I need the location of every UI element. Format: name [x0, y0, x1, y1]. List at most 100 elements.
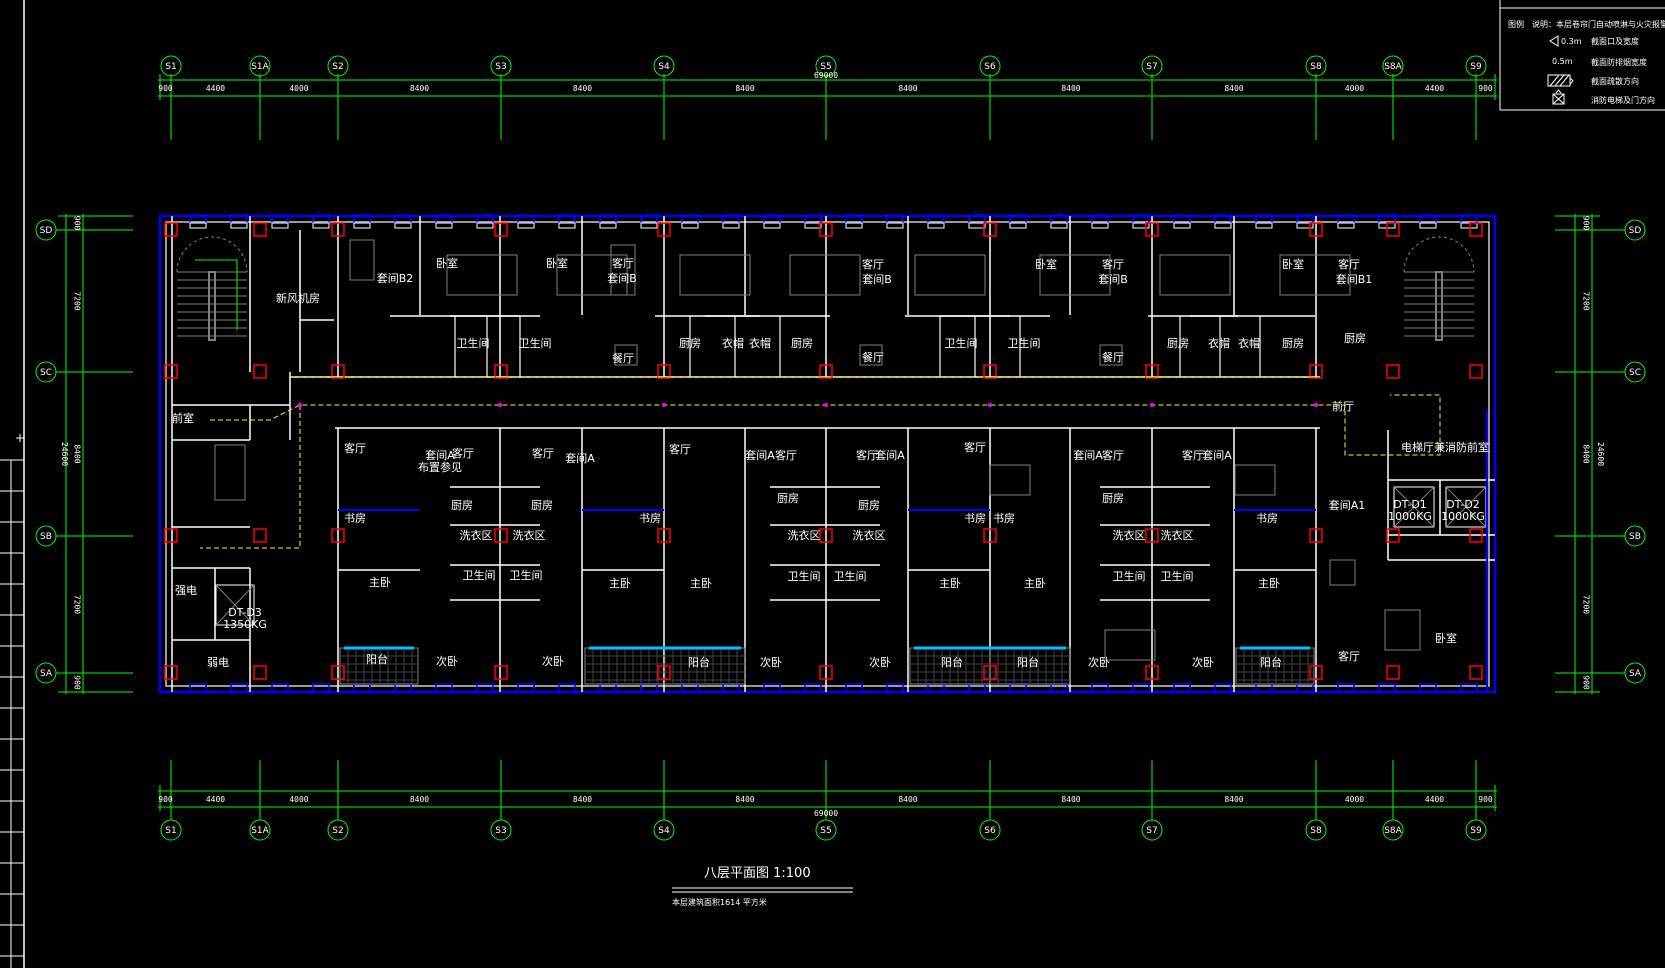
room-label: 阳台 — [366, 652, 388, 666]
column-marker — [1469, 364, 1483, 379]
axis-bubble-bottom — [490, 819, 512, 841]
axis-column-label: S5 — [820, 826, 831, 836]
room-label: 卧室 — [546, 256, 568, 270]
dimension-label: 8400 — [735, 795, 754, 804]
axis-column-label: S1A — [251, 62, 269, 72]
column-marker — [657, 665, 671, 680]
room-label: 套间A — [425, 449, 455, 462]
axis-column-label: S8 — [1310, 62, 1322, 72]
legend-heading: 图例 — [1508, 19, 1524, 29]
room-label: 客厅 — [452, 446, 474, 460]
dimension-label: 8400 — [573, 84, 592, 93]
column-marker — [1386, 364, 1400, 379]
column-marker — [983, 222, 997, 237]
room-label: 主卧 — [1258, 577, 1280, 590]
column-marker — [494, 665, 508, 680]
axis-bubble-bottom — [1141, 819, 1163, 841]
column-marker — [1309, 222, 1323, 237]
axis-row-label: SA — [1629, 669, 1642, 679]
column-marker — [1309, 528, 1323, 543]
axis-row-label: SC — [40, 368, 52, 378]
column-marker — [331, 665, 345, 680]
axis-bubble-top — [1141, 55, 1163, 77]
axis-bubble-top — [815, 55, 837, 77]
axis-bubble-top — [249, 55, 271, 77]
room-label: 客厅 — [775, 448, 797, 462]
axis-bubble-top — [327, 55, 349, 77]
room-label: 厨房 — [531, 499, 553, 512]
dimension-label: 4000 — [289, 84, 308, 93]
axis-column-label: S9 — [1470, 62, 1482, 72]
axis-bubble-bottom — [1465, 819, 1487, 841]
column-marker — [819, 528, 833, 543]
dimension-label: 8400 — [1582, 444, 1591, 463]
column-marker — [1309, 364, 1323, 379]
column-marker — [1386, 528, 1400, 543]
room-label: 电梯厅兼消防前室 — [1401, 440, 1489, 454]
column-marker — [1145, 222, 1159, 237]
room-label: 主卧 — [1024, 577, 1046, 590]
room-label: 卧室 — [1435, 631, 1457, 645]
room-label: 套间A — [565, 452, 595, 465]
room-label: 衣帽 — [1208, 336, 1230, 350]
dimension-total: 69000 — [814, 809, 838, 818]
dimension-label: 900 — [1582, 675, 1591, 690]
drawing-subtitle: 本层建筑面积1614 平方米 — [672, 897, 767, 907]
dimension-total: 24600 — [60, 442, 69, 466]
room-label: 卫生间 — [510, 568, 543, 582]
room-label: 卫生间 — [519, 336, 552, 350]
dimension-label: 7200 — [1582, 595, 1591, 614]
dimension-label: 4000 — [289, 795, 308, 804]
axis-bubble-bottom — [1382, 819, 1404, 841]
axis-row-label: SC — [1629, 368, 1641, 378]
room-label: 厨房 — [1102, 492, 1124, 505]
room-label: 次卧 — [869, 655, 891, 669]
column-marker — [983, 364, 997, 379]
room-label: 次卧 — [1088, 655, 1110, 669]
dimension-label: 8400 — [1224, 795, 1243, 804]
column-marker — [164, 665, 178, 680]
column-marker — [1309, 665, 1323, 680]
column-marker — [331, 364, 345, 379]
room-label: DT-D2 — [1446, 498, 1480, 511]
room-label: 套间A1 — [1329, 499, 1366, 512]
column-marker — [1386, 222, 1400, 237]
structural-columns — [164, 222, 1483, 680]
axis-column-label: S2 — [332, 62, 343, 72]
legend-note: 说明：本层卷帘门自动喷淋与火灾报警系统 — [1532, 19, 1665, 29]
axis-bubble-top — [1305, 55, 1327, 77]
axis-bubble-right — [1624, 361, 1646, 383]
room-label: 主卧 — [690, 577, 712, 590]
axis-bubble-top — [490, 55, 512, 77]
column-marker — [164, 364, 178, 379]
axis-column-label: S4 — [658, 826, 670, 836]
column-marker — [1386, 665, 1400, 680]
column-marker — [1469, 665, 1483, 680]
room-label: 厨房 — [1344, 332, 1366, 345]
room-label: 客厅 — [669, 442, 691, 456]
legend-label-4: 消防电梯及门方向 — [1591, 95, 1655, 105]
axis-bubble-bottom — [249, 819, 271, 841]
room-label: 阳台 — [1260, 655, 1282, 669]
room-label: 衣帽 — [1238, 336, 1260, 350]
room-label: 餐厅 — [862, 350, 884, 364]
dimension-total: 24600 — [1596, 442, 1605, 466]
axis-column-label: S7 — [1146, 62, 1157, 72]
column-marker — [819, 222, 833, 237]
room-label: 弱电 — [207, 656, 229, 669]
room-label: DT-D3 — [228, 606, 262, 619]
room-label: 套间A — [1073, 449, 1103, 462]
room-label: 餐厅 — [1102, 350, 1124, 364]
room-label: 卫生间 — [1161, 569, 1194, 583]
axis-column-label: S1 — [165, 62, 176, 72]
room-label: 书房 — [639, 512, 661, 525]
room-label: 书房 — [344, 512, 366, 525]
axis-row-label: SB — [1629, 532, 1641, 542]
legend-symbol-2: 0.5m — [1552, 57, 1573, 66]
dimension-label: 8400 — [1061, 84, 1080, 93]
column-marker — [819, 665, 833, 680]
room-label: 客厅 — [1182, 448, 1204, 462]
axis-bubble-right — [1624, 662, 1646, 684]
axis-column-label: S6 — [984, 826, 996, 836]
room-label: 客厅 — [1338, 649, 1360, 663]
